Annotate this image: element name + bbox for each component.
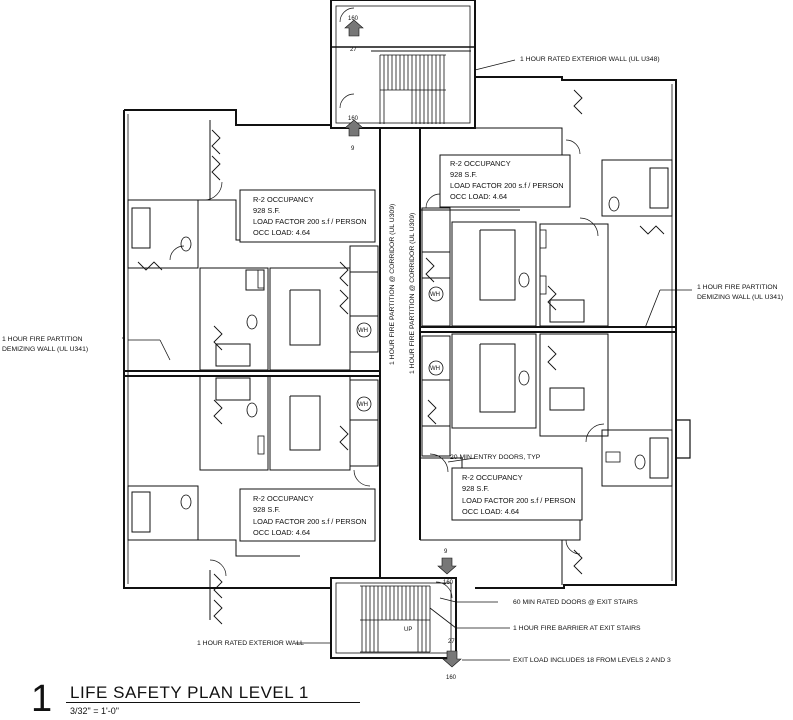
bottom-stair-tower: [330, 577, 457, 659]
svg-text:R-2 OCCUPANCY: R-2 OCCUPANCY: [450, 159, 511, 168]
wh-label: WH: [430, 292, 440, 298]
callout-fire-partition-left: 1 HOUR FIRE PARTITION: [2, 336, 83, 343]
exit-capacity-top: 160: [348, 16, 359, 22]
svg-text:928 S.F.: 928 S.F.: [462, 484, 489, 493]
drawing-scale: 3/32" = 1'-0": [70, 706, 119, 716]
corridor-partition-label-right: 1 HOUR FIRE PARTITION @ CORRIDOR (UL U30…: [409, 213, 416, 374]
callout-ext-wall-top: 1 HOUR RATED EXTERIOR WALL (UL U348): [520, 56, 660, 63]
corridor-partition-label-left: 1 HOUR FIRE PARTITION @ CORRIDOR (UL U30…: [389, 204, 396, 365]
exit-capacity-bottom: 160: [443, 580, 454, 586]
callout-ext-wall-bottom: 1 HOUR RATED EXTERIOR WALL: [197, 640, 304, 647]
callout-fire-partition-right-2: DEMIZING WALL (UL U341): [697, 294, 783, 301]
unit-partitions: [127, 120, 673, 620]
callout-exit-load: EXIT LOAD INCLUDES 18 FROM LEVELS 2 AND …: [513, 657, 671, 664]
wh-label: WH: [358, 402, 368, 408]
plumbing-fixtures: [180, 196, 646, 510]
exit-width-top: 27: [350, 47, 357, 53]
occupancy-box-upper-right: R-2 OCCUPANCY 928 S.F. LOAD FACTOR 200 s…: [439, 154, 571, 208]
svg-text:LOAD FACTOR 200 s.f / PERSON: LOAD FACTOR 200 s.f / PERSON: [253, 517, 367, 526]
svg-text:928 S.F.: 928 S.F.: [253, 505, 280, 514]
svg-text:OCC LOAD: 4.64: OCC LOAD: 4.64: [462, 507, 519, 516]
occupancy-box-upper-left: R-2 OCCUPANCY 928 S.F. LOAD FACTOR 200 s…: [239, 189, 376, 243]
wh-label: WH: [430, 366, 440, 372]
exit-count-stair: 9: [351, 146, 355, 152]
closet-doors: [137, 89, 665, 625]
water-heater-symbols: [356, 286, 444, 412]
callout-fire-barrier: 1 HOUR FIRE BARRIER AT EXIT STAIRS: [513, 625, 641, 632]
svg-text:928 S.F.: 928 S.F.: [450, 170, 477, 179]
sheet-number: 1: [31, 678, 53, 720]
svg-text:LOAD FACTOR 200 s.f / PERSON: LOAD FACTOR 200 s.f / PERSON: [462, 496, 576, 505]
svg-text:OCC LOAD: 4.64: OCC LOAD: 4.64: [253, 528, 310, 537]
svg-text:OCC LOAD: 4.64: OCC LOAD: 4.64: [450, 192, 507, 201]
occupancy-box-lower-left: R-2 OCCUPANCY 928 S.F. LOAD FACTOR 200 s…: [239, 488, 376, 542]
callout-fire-partition-left-2: DEMIZING WALL (UL U341): [2, 346, 88, 353]
svg-text:OCC LOAD: 4.64: OCC LOAD: 4.64: [253, 228, 310, 237]
top-stair-tower: [330, 0, 476, 129]
callout-leaders: [122, 59, 692, 661]
svg-text:R-2 OCCUPANCY: R-2 OCCUPANCY: [253, 494, 314, 503]
occupancy-box-lower-right: R-2 OCCUPANCY 928 S.F. LOAD FACTOR 200 s…: [451, 467, 583, 521]
svg-text:LOAD FACTOR 200 s.f / PERSON: LOAD FACTOR 200 s.f / PERSON: [450, 181, 564, 190]
title-underline: [66, 702, 360, 703]
drawing-title: LIFE SAFETY PLAN LEVEL 1: [70, 683, 309, 702]
callout-entry-doors: 20 MIN ENTRY DOORS, TYP: [450, 454, 541, 461]
svg-text:928 S.F.: 928 S.F.: [253, 206, 280, 215]
svg-text:R-2 OCCUPANCY: R-2 OCCUPANCY: [462, 473, 523, 482]
exit-width-bottom: 27: [448, 639, 455, 645]
svg-text:R-2 OCCUPANCY: R-2 OCCUPANCY: [253, 195, 314, 204]
wh-label: WH: [358, 328, 368, 334]
stair-up-label: UP: [404, 627, 412, 633]
exit-count-bottom: 9: [444, 549, 448, 555]
exit-arrows: [344, 19, 462, 668]
callout-fire-partition-right: 1 HOUR FIRE PARTITION: [697, 284, 778, 291]
callout-rated-doors: 60 MIN RATED DOORS @ EXIT STAIRS: [513, 599, 638, 606]
exit-capacity-stair: 160: [348, 116, 359, 122]
building-shell: [123, 76, 691, 589]
exit-capacity-final: 160: [446, 675, 457, 681]
svg-text:LOAD FACTOR 200 s.f / PERSON: LOAD FACTOR 200 s.f / PERSON: [253, 217, 367, 226]
